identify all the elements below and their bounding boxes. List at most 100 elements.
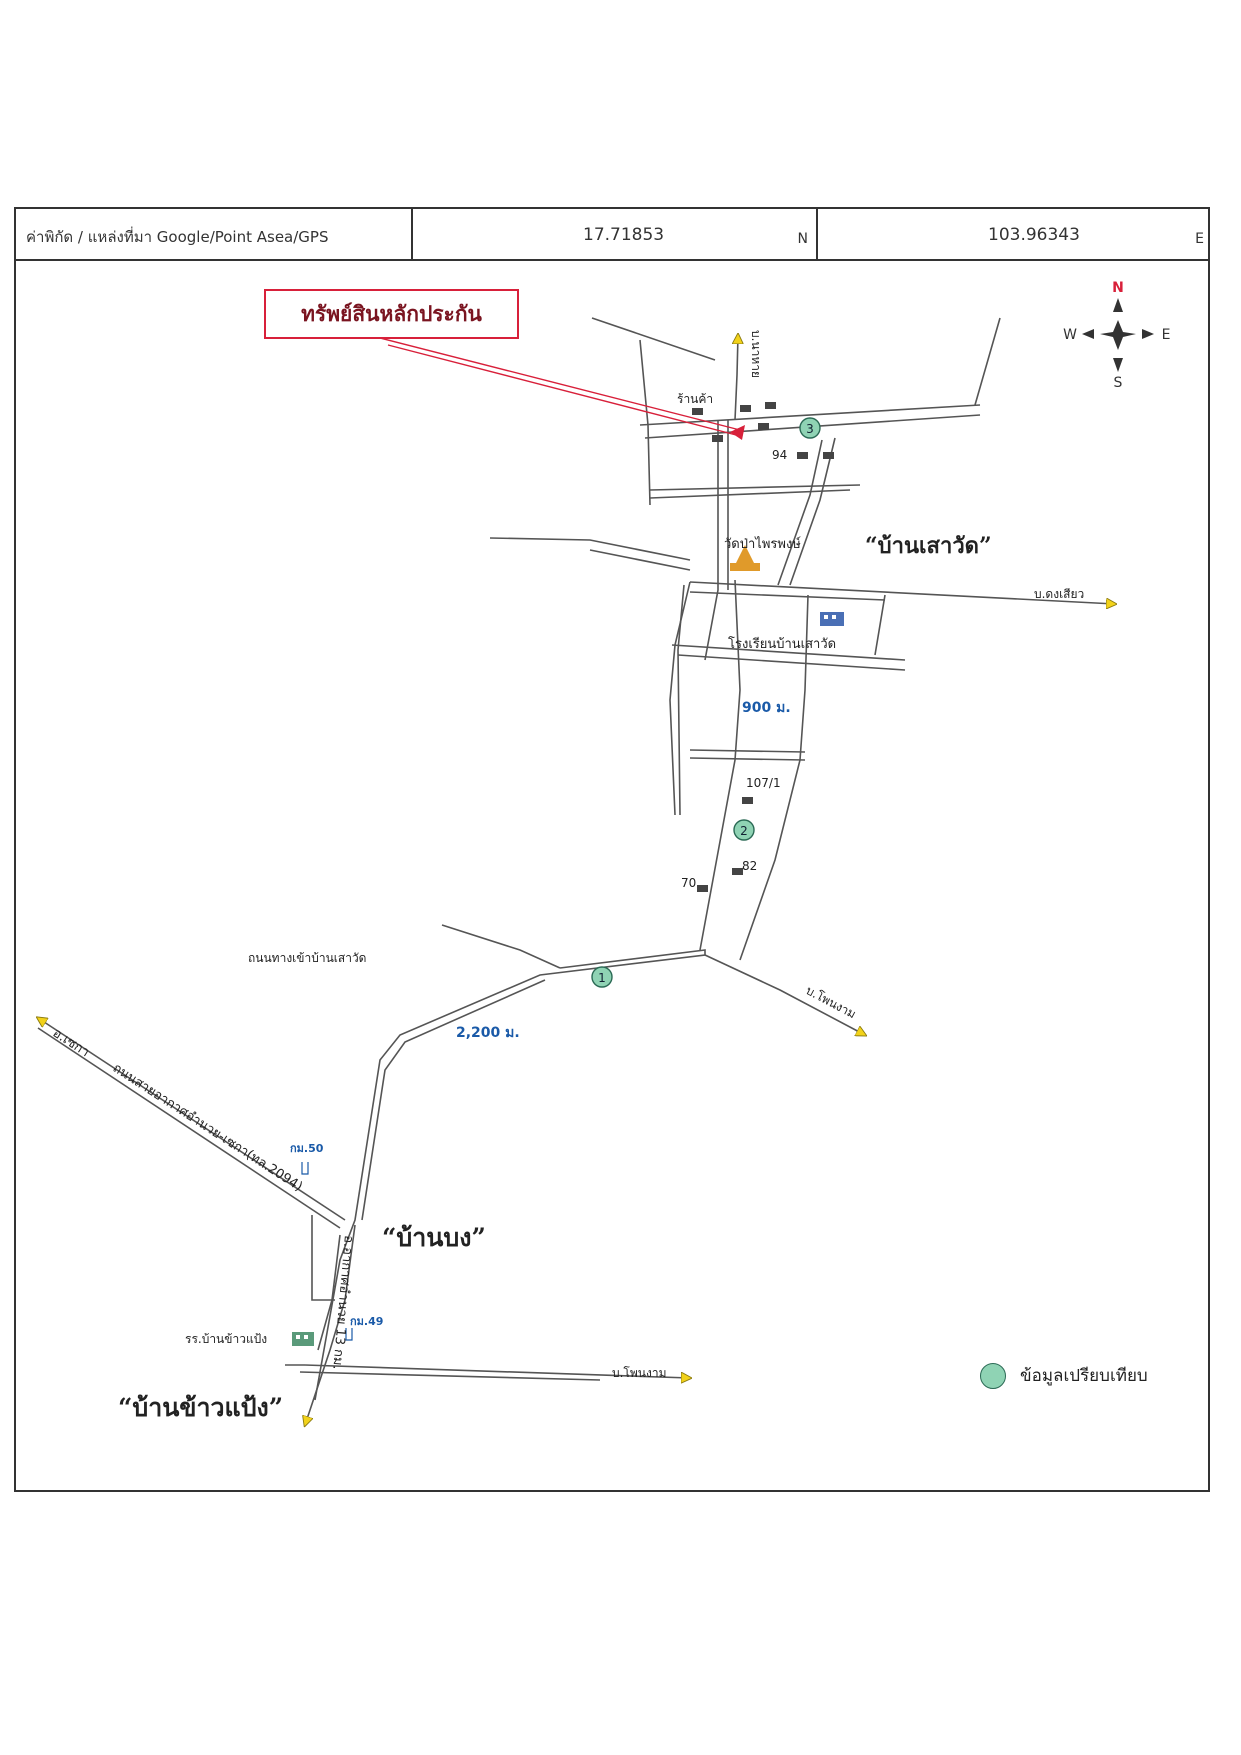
coordinate-source-cell: ค่าพิกัด / แหล่งที่มา Google/Point Asea/… (16, 209, 413, 259)
latitude-value: 17.71853 (583, 225, 665, 245)
label-ban-dongsiao: บ.ดงเสียว (1034, 587, 1084, 601)
house-icon (740, 405, 751, 412)
compass-star-icon (1100, 320, 1136, 350)
house-icon (712, 435, 723, 442)
road-ne (974, 317, 1001, 406)
road-nw (591, 317, 716, 361)
road-north-nahai (735, 335, 738, 421)
road-2094 (38, 1018, 346, 1221)
road-school-bottom (671, 644, 906, 661)
road-school-bottom-b (677, 654, 906, 671)
road-phon-ngam-1 (704, 954, 865, 1035)
latitude-unit: N (797, 231, 808, 247)
label-school-sao-wat: โรงเรียนบ้านเสาวัด (728, 636, 836, 652)
road-wat-left (489, 537, 691, 561)
label-ban-phon-ngam-1: บ.โพนงาม (804, 983, 859, 1021)
road-2094-b (37, 1027, 341, 1229)
temple-icon (730, 545, 760, 571)
collateral-label: ทรัพย์สินหลักประกัน (264, 289, 519, 339)
road-entrance-west (441, 924, 561, 969)
compass-east: E (1162, 327, 1171, 343)
coordinate-source-label: ค่าพิกัด / แหล่งที่มา Google/Point Asea/… (26, 228, 329, 246)
coordinate-header: ค่าพิกัด / แหล่งที่มา Google/Point Asea/… (16, 209, 1208, 261)
road-dongsiao (689, 581, 1115, 604)
marker-1: 1 (591, 966, 613, 988)
latitude-cell: 17.71853 N (413, 209, 818, 259)
marker-3: 3 (799, 417, 821, 439)
compass-south: S (1114, 375, 1123, 391)
village-ban-khao-paeng: “บ้านข้าวแป้ง” (118, 1393, 284, 1422)
label-wat: วัดป่าไพรพงษ์ (724, 536, 801, 552)
legend: ข้อมูลเปรียบเทียบ (980, 1362, 1148, 1389)
label-ran-kha: ร้านค้า (677, 392, 713, 406)
road-school-right (874, 594, 886, 656)
houses (692, 402, 834, 892)
road-south (305, 1224, 356, 1425)
road-dongsiao-b (689, 591, 886, 601)
marker-label: 1 (598, 971, 606, 985)
label-dist-900: 900 ม. (742, 700, 791, 716)
road-row2b (649, 489, 851, 499)
label-a-seka: อ.เซกา (50, 1026, 92, 1061)
road-phon-ngam-2 (304, 1364, 690, 1378)
longitude-unit: E (1195, 231, 1204, 247)
map-frame: ค่าพิกัด / แหล่งที่มา Google/Point Asea/… (14, 207, 1210, 1492)
road-double-west (639, 339, 651, 506)
marker-label: 3 (806, 422, 814, 436)
road-top-east (639, 404, 981, 426)
longitude-value: 103.96343 (988, 225, 1080, 245)
house-icon (742, 797, 753, 804)
label-dist-2200: 2,200 ม. (456, 1025, 520, 1041)
compass-rose: N S W E (1063, 280, 1170, 391)
label-a-akat: อ.อากาศอำนวย 13 กม. (329, 1235, 356, 1371)
label-house-107: 107/1 (746, 776, 781, 790)
house-icon (692, 408, 703, 415)
road-2200-b (361, 979, 546, 1221)
marker-label: 2 (740, 824, 748, 838)
label-house-70: 70 (681, 876, 696, 890)
house-icon (765, 402, 776, 409)
comparison-markers: 3 2 1 (591, 417, 821, 988)
road-wat-left-b (589, 549, 691, 571)
roads (37, 317, 1115, 1425)
compass-north: N (1112, 280, 1124, 296)
map-labels: บ.นาหาย ร้านค้า 94 วัดป่าไพรพงษ์ บ.ดงเสี… (50, 330, 1084, 1380)
road-900-west (699, 579, 741, 951)
school-icon (292, 1332, 314, 1346)
longitude-cell: 103.96343 E (818, 209, 1208, 259)
road-school-loop-b (677, 584, 685, 816)
label-road-entrance: ถนนทางเข้าบ้านเสาวัด (248, 951, 366, 965)
road-cross-1 (689, 749, 806, 753)
school-icon (820, 612, 844, 626)
label-road-2094: ถนนสายอากาศอำนวย-เซกา(ทล.2094) (110, 1061, 305, 1195)
label-house-94: 94 (772, 448, 787, 462)
label-ban-phon-ngam-2: บ.โพนงาม (612, 1366, 667, 1380)
label-km50: กม.50 (290, 1142, 324, 1155)
village-ban-sao-wat: “บ้านเสาวัด” (865, 533, 992, 559)
legend-text: ข้อมูลเปรียบเทียบ (1020, 1366, 1148, 1386)
marker-2: 2 (733, 819, 755, 841)
road-row2 (649, 484, 861, 491)
km-posts (301, 1162, 353, 1341)
label-school-khao-paeng: รร.บ้านข้าวแป้ง (185, 1332, 267, 1346)
compass-west: W (1063, 327, 1077, 343)
road-east-col (789, 437, 836, 586)
km-post-icon (345, 1328, 353, 1341)
km-post-icon (301, 1162, 309, 1175)
road-cross-2 (689, 757, 806, 761)
village-ban-bong: “บ้านบง” (382, 1223, 486, 1252)
house-icon (697, 885, 708, 892)
label-km49: กม.49 (350, 1315, 383, 1328)
legend-marker-icon (980, 1362, 1006, 1389)
road-school-loop (669, 581, 691, 816)
label-ban-nahai: บ.นาหาย (749, 330, 763, 378)
house-icon (823, 452, 834, 459)
road-middle-col (704, 420, 719, 661)
road-east-col-b (777, 439, 823, 586)
house-icon (732, 868, 743, 875)
road-2200 (314, 949, 706, 1401)
collateral-leader (379, 337, 741, 437)
road-phon-ngam-2b (299, 1371, 601, 1381)
label-house-82: 82 (742, 859, 757, 873)
